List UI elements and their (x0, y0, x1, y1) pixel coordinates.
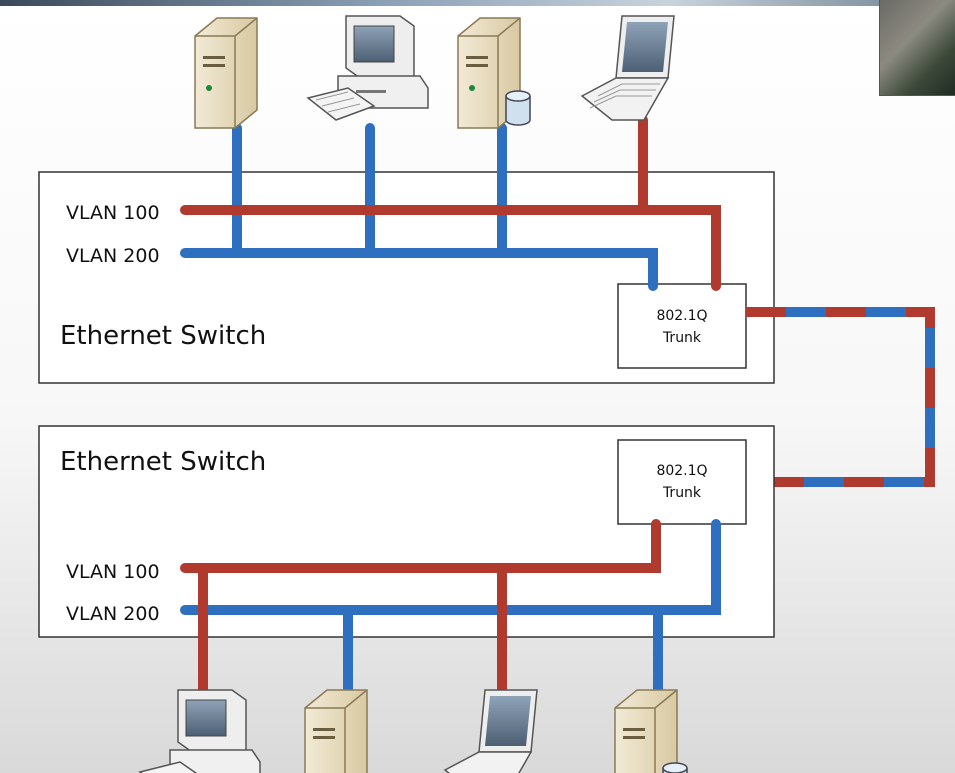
desktop-computer-icon (306, 15, 429, 121)
bottom-vlan100-label: VLAN 100 (66, 561, 160, 583)
bottom-switch-name: Ethernet Switch (60, 447, 266, 477)
database-server-icon (614, 689, 688, 773)
bottom-vlan200-line (180, 519, 721, 615)
database-server-icon (457, 17, 531, 129)
video-top-strip (0, 0, 955, 6)
server-tower-icon (194, 17, 258, 129)
server-tower-icon (304, 689, 368, 773)
bottom-vlan100-line (180, 519, 661, 573)
top-trunk-label-2: Trunk (662, 330, 702, 346)
top-trunk-box (617, 283, 747, 369)
webcam-overlay (879, 0, 955, 96)
top-vlan100-line (180, 205, 721, 291)
laptop-icon (580, 15, 675, 121)
laptop-icon (443, 689, 538, 773)
top-vlan100-label: VLAN 100 (66, 202, 160, 224)
desktop-computer-icon (138, 689, 261, 773)
bottom-trunk-label-1: 802.1Q (656, 463, 707, 479)
trunk-cable (746, 307, 935, 487)
top-vlan200-line (180, 248, 658, 291)
bottom-trunk-box (617, 439, 747, 525)
bottom-vlan200-label: VLAN 200 (66, 603, 160, 625)
bottom-trunk-label-2: Trunk (662, 485, 702, 501)
top-trunk-label-1: 802.1Q (656, 308, 707, 324)
top-vlan200-label: VLAN 200 (66, 245, 160, 267)
top-switch-name: Ethernet Switch (60, 321, 266, 351)
